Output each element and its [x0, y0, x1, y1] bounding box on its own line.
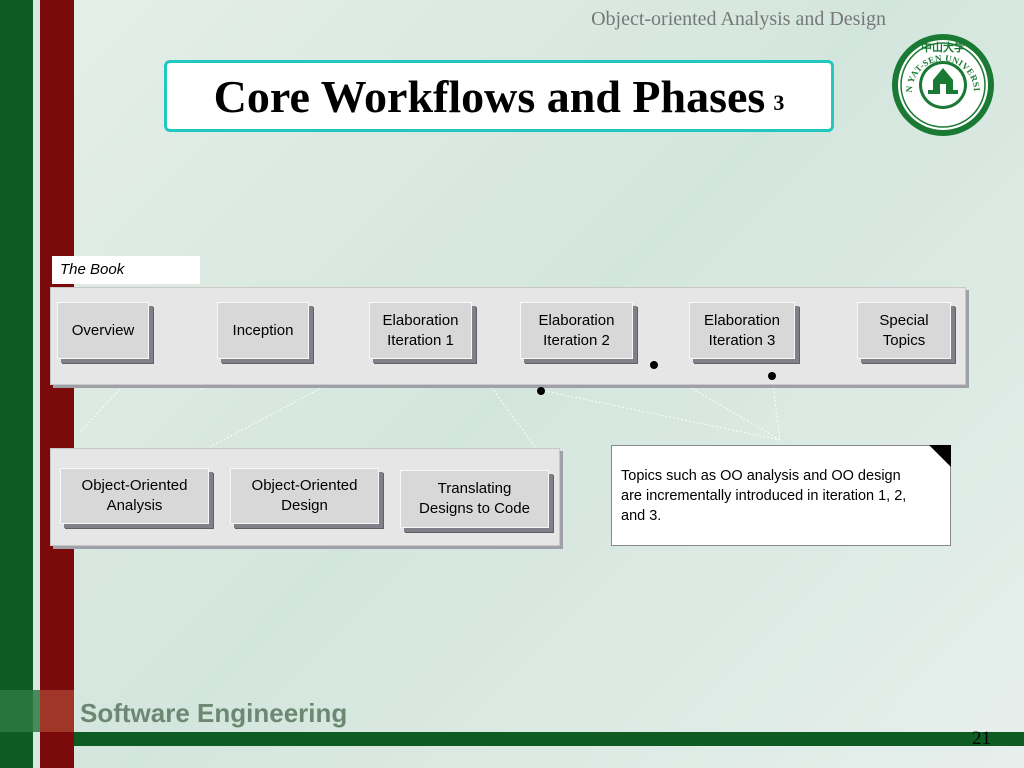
- elaboration-iteration-2-box: Elaboration Iteration 2: [520, 302, 633, 359]
- elaboration-iteration-1-label: Elaboration Iteration 1: [382, 311, 459, 349]
- connector-dot: [650, 361, 658, 369]
- special-topics-box: Special Topics: [857, 302, 951, 359]
- note-text: Topics such as OO analysis and OO design…: [621, 468, 907, 524]
- corner-red-block: [40, 690, 74, 732]
- overview-label: Overview: [71, 321, 135, 339]
- oo-design-label: Object-Oriented Design: [251, 477, 358, 514]
- special-topics-label: Special Topics: [879, 311, 929, 349]
- book-label: The Book: [52, 256, 200, 284]
- footer-title: Software Engineering: [80, 698, 348, 728]
- university-logo: SUN YAT-SEN UNIVERSITY 中山大学: [890, 32, 994, 136]
- connector-line: [539, 389, 781, 441]
- elaboration-iteration-3-label: Elaboration Iteration 3: [704, 311, 780, 349]
- oo-analysis-label: Object-Oriented Analysis: [81, 477, 188, 514]
- translating-designs-label: Translating Designs to Code: [419, 480, 530, 517]
- book-chapters-panel: [50, 287, 966, 385]
- connector-dot: [768, 372, 776, 380]
- corner-green-block: [0, 690, 40, 732]
- logo-chinese-text: 中山大学: [921, 40, 965, 54]
- note-box: Topics such as OO analysis and OO design…: [611, 445, 951, 546]
- left-green-stripe: [0, 0, 33, 768]
- course-title: Object-oriented Analysis and Design: [591, 8, 886, 30]
- translating-designs-box: Translating Designs to Code: [400, 470, 549, 528]
- slide-title: Core Workflows and Phases: [213, 70, 766, 122]
- connector-dot: [537, 387, 545, 395]
- note-corner-fold: [929, 445, 951, 467]
- elaboration-iteration-3-box: Elaboration Iteration 3: [689, 302, 795, 359]
- inception-label: Inception: [232, 321, 294, 339]
- oo-analysis-box: Object-Oriented Analysis: [60, 468, 209, 524]
- elaboration-iteration-1-box: Elaboration Iteration 1: [369, 302, 472, 359]
- inception-box: Inception: [217, 302, 309, 359]
- page-number: 21: [972, 728, 991, 749]
- slide-title-number: 3: [773, 90, 785, 115]
- overview-box: Overview: [57, 302, 149, 359]
- connector-line: [771, 375, 781, 441]
- title-box: Core Workflows and Phases 3: [164, 60, 834, 132]
- elaboration-iteration-2-label: Elaboration Iteration 2: [538, 311, 615, 349]
- oo-design-box: Object-Oriented Design: [230, 468, 379, 524]
- footer-bar: [74, 732, 1024, 746]
- left-stripe-gap: [33, 0, 40, 768]
